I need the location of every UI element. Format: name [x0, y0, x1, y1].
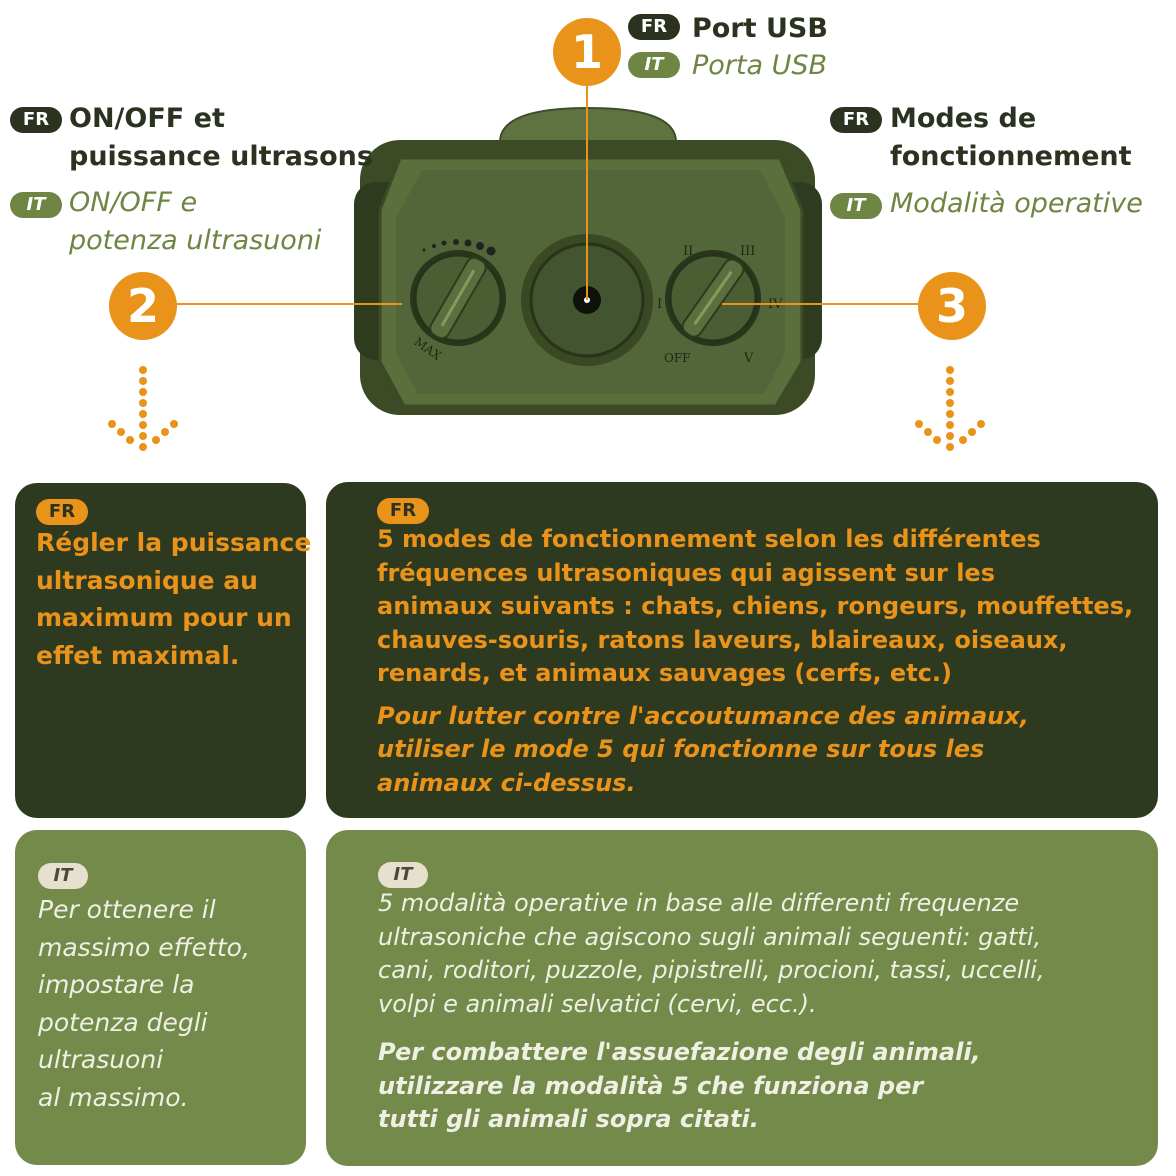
mode-label-iii: III	[740, 244, 755, 259]
usb-port-label-it: Porta USB	[692, 50, 828, 81]
power-label-it: ON/OFF e potenza ultrasuoni	[69, 187, 322, 256]
fr-badge: FR	[377, 498, 429, 524]
mode-label-i: I	[657, 297, 662, 312]
it-badge: IT	[378, 862, 428, 888]
modes-label-fr: Modes de fonctionnement	[890, 103, 1132, 172]
fr-badge: FR	[628, 14, 680, 40]
arrow-down-icon	[915, 366, 985, 451]
modes-label-it: Modalità operative	[890, 188, 1143, 219]
it-badge: IT	[830, 193, 882, 219]
mode-label-v: V	[743, 351, 754, 366]
it-power-panel: IT Per ottenere il massimo effetto, impo…	[15, 830, 306, 1165]
mode-label-ii: II	[683, 244, 693, 259]
mode-knob	[665, 250, 761, 346]
fr-badge: FR	[36, 499, 88, 525]
usb-port-label-fr: Port USB	[692, 13, 828, 44]
fr-badge: FR	[10, 107, 62, 133]
it-power-text: Per ottenere il massimo effetto, imposta…	[38, 895, 250, 1112]
power-label-fr: ON/OFF et puissance ultrasons	[69, 103, 373, 172]
connector-lines	[108, 86, 985, 451]
power-knob	[410, 239, 506, 346]
it-modes-emphasis: Per combattere l'assuefazione degli anim…	[378, 1038, 981, 1133]
callout-number-1: 1	[553, 18, 621, 86]
it-modes-panel: IT 5 modalità operative in base alle dif…	[326, 830, 1158, 1166]
fr-power-panel: FR Régler la puissance ultrasonique au m…	[15, 483, 312, 818]
fr-power-text: Régler la puissance ultrasonique au maxi…	[36, 528, 312, 670]
callout-number-2: 2	[109, 272, 177, 340]
callout-number-3: 3	[918, 272, 986, 340]
mode-label-off: OFF	[664, 351, 691, 365]
fr-modes-panel: FR 5 modes de fonctionnement selon les d…	[326, 482, 1158, 818]
it-modes-text: 5 modalità operative in base alle differ…	[378, 889, 1045, 1018]
it-badge: IT	[38, 863, 88, 889]
it-badge: IT	[10, 192, 62, 218]
fr-badge: FR	[830, 107, 882, 133]
fr-modes-text: 5 modes de fonctionnement selon les diff…	[377, 525, 1134, 687]
it-badge: IT	[628, 52, 680, 78]
arrow-down-icon	[108, 366, 178, 451]
fr-modes-emphasis: Pour lutter contre l'accoutumance des an…	[377, 701, 1029, 797]
